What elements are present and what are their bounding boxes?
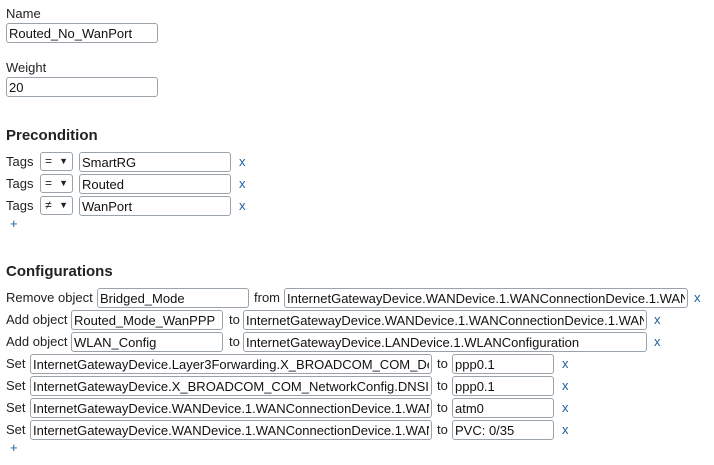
config-value-input[interactable] — [452, 376, 554, 396]
precondition-remove-button[interactable]: x — [239, 176, 246, 191]
name-input[interactable] — [6, 23, 158, 43]
config-action-label: Add object — [6, 312, 68, 327]
config-object-name-input[interactable] — [71, 310, 223, 330]
config-connector-label: to — [437, 422, 448, 437]
config-remove-button[interactable]: x — [654, 312, 661, 327]
config-connector-label: from — [254, 290, 280, 305]
config-connector-label: to — [437, 378, 448, 393]
configurations-title: Configurations — [6, 263, 113, 280]
precondition-operator-select[interactable]: =▼ — [40, 174, 73, 193]
chevron-down-icon: ▼ — [59, 156, 68, 166]
precondition-title: Precondition — [6, 127, 98, 144]
config-target-input[interactable] — [243, 332, 647, 352]
config-parameter-input[interactable] — [30, 420, 432, 440]
config-parameter-input[interactable] — [30, 376, 432, 396]
precondition-value-input[interactable] — [79, 196, 231, 216]
precondition-add-button[interactable]: + — [10, 216, 18, 231]
precondition-remove-button[interactable]: x — [239, 154, 246, 169]
config-action-label: Set — [6, 422, 26, 437]
config-object-name-input[interactable] — [97, 288, 249, 308]
chevron-down-icon: ▼ — [59, 200, 68, 210]
config-remove-button[interactable]: x — [654, 334, 661, 349]
precondition-operator-select[interactable]: ≠▼ — [40, 196, 73, 215]
precondition-tags-label: Tags — [6, 198, 34, 213]
weight-label: Weight — [6, 60, 47, 75]
config-target-input[interactable] — [243, 310, 647, 330]
precondition-tags-label: Tags — [6, 176, 34, 191]
config-action-label: Set — [6, 356, 26, 371]
config-action-label: Set — [6, 378, 26, 393]
config-action-label: Set — [6, 400, 26, 415]
precondition-tags-label: Tags — [6, 154, 34, 169]
name-label: Name — [6, 6, 41, 21]
config-remove-button[interactable]: x — [562, 400, 569, 415]
config-remove-button[interactable]: x — [562, 422, 569, 437]
config-value-input[interactable] — [452, 398, 554, 418]
precondition-value-input[interactable] — [79, 174, 231, 194]
config-remove-button[interactable]: x — [562, 356, 569, 371]
config-remove-button[interactable]: x — [562, 378, 569, 393]
config-object-name-input[interactable] — [71, 332, 223, 352]
config-value-input[interactable] — [452, 354, 554, 374]
config-action-label: Add object — [6, 334, 68, 349]
config-connector-label: to — [437, 356, 448, 371]
config-connector-label: to — [437, 400, 448, 415]
configurations-add-button[interactable]: + — [10, 440, 18, 455]
config-action-label: Remove object — [6, 290, 93, 305]
operator-value: = — [45, 176, 53, 190]
config-connector-label: to — [229, 334, 240, 349]
config-value-input[interactable] — [452, 420, 554, 440]
precondition-value-input[interactable] — [79, 152, 231, 172]
chevron-down-icon: ▼ — [59, 178, 68, 188]
precondition-operator-select[interactable]: =▼ — [40, 152, 73, 171]
precondition-remove-button[interactable]: x — [239, 198, 246, 213]
operator-value: ≠ — [45, 198, 52, 212]
config-parameter-input[interactable] — [30, 354, 432, 374]
config-target-input[interactable] — [284, 288, 688, 308]
config-connector-label: to — [229, 312, 240, 327]
config-parameter-input[interactable] — [30, 398, 432, 418]
operator-value: = — [45, 154, 53, 168]
weight-input[interactable] — [6, 77, 158, 97]
config-remove-button[interactable]: x — [694, 290, 701, 305]
